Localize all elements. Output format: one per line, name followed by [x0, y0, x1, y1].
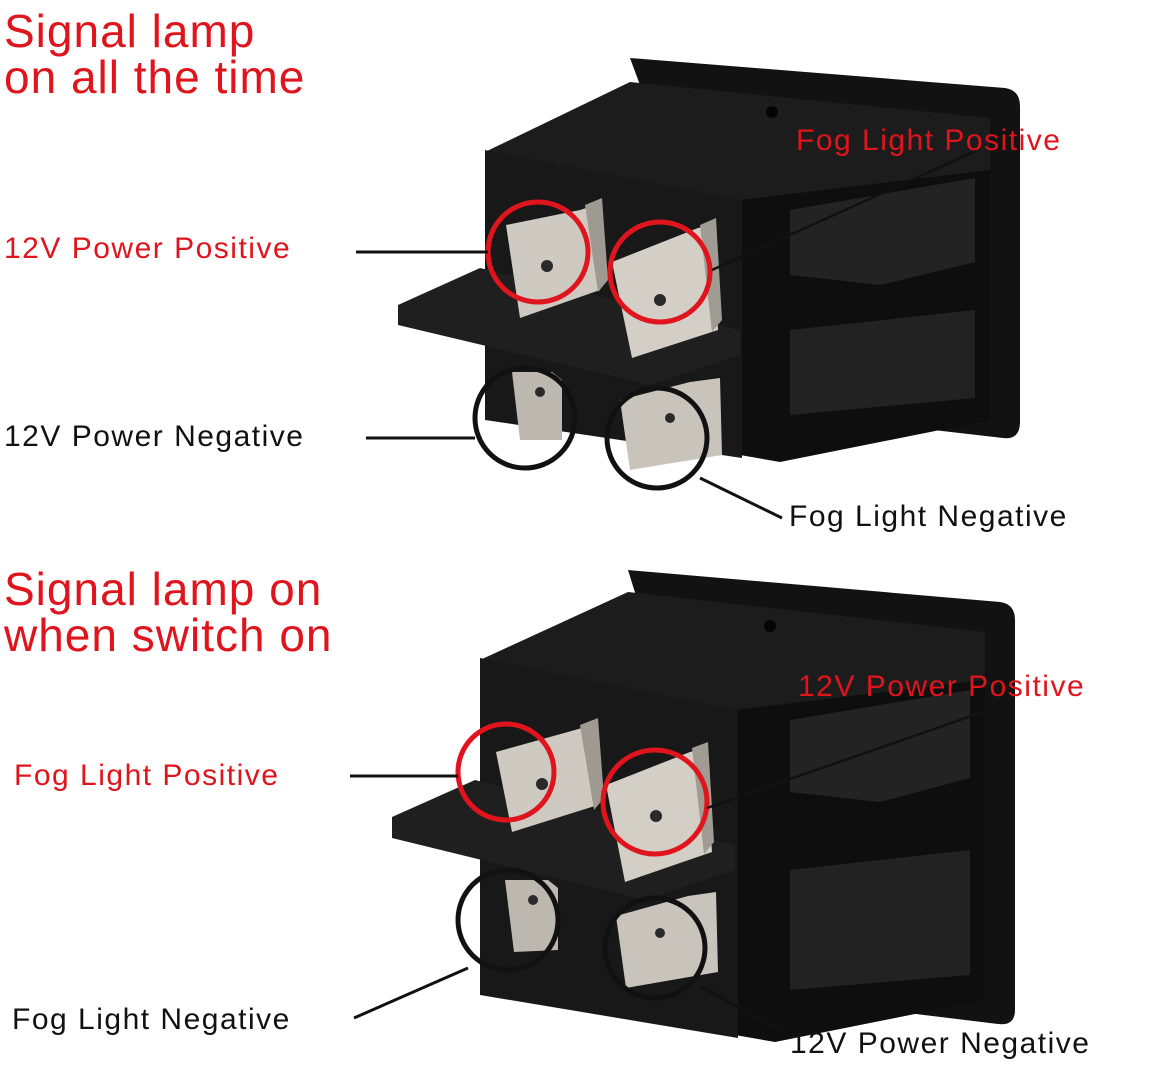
leader-line-top-right — [711, 148, 979, 272]
wiring-panel-switch-on: Signal lamp on when switch on 12V Power … — [0, 540, 1150, 1065]
mounting-hole — [764, 620, 776, 632]
rocker-ridge-upper — [790, 178, 975, 285]
label-bottom-left: Fog Light Negative — [12, 1003, 291, 1036]
mounting-hole — [766, 106, 778, 118]
label-bottom-right: 12V Power Negative — [790, 1027, 1091, 1060]
terminal-upper-left — [506, 198, 608, 318]
rocker-switch-illustration-bottom — [350, 570, 1015, 1042]
divider-plate — [398, 268, 740, 385]
leader-line-bottom-left — [353, 966, 469, 1020]
terminal-lower-left — [505, 880, 558, 952]
terminal-lower-left — [512, 372, 562, 440]
highlight-circle-lower-left — [472, 365, 578, 471]
label-bottom-right: Fog Light Negative — [789, 500, 1068, 533]
rocker-ridge-upper — [790, 690, 970, 802]
rocker-ridge-lower — [790, 850, 970, 990]
leader-line-bottom-right — [699, 984, 781, 1032]
highlight-circle-lower-left — [455, 867, 561, 973]
leader-line-top-right — [706, 704, 1001, 810]
terminal-upper-left — [496, 718, 604, 832]
highlight-circle-upper-right — [607, 219, 713, 325]
highlight-circle-upper-left — [455, 721, 557, 823]
label-top-left: 12V Power Positive — [4, 232, 292, 265]
rocker-switch-illustration-top — [356, 58, 1020, 520]
panel-heading-line-2: on all the time — [4, 51, 306, 103]
label-top-right: 12V Power Positive — [798, 670, 1086, 703]
panel-heading-line-1: Signal lamp — [4, 5, 256, 57]
wiring-panel-always-on: Signal lamp on all the time Fog Light Po… — [4, 5, 1068, 533]
label-top-right: Fog Light Positive — [796, 124, 1062, 157]
leader-line-bottom-right — [699, 476, 783, 520]
panel-heading-line-1: Signal lamp on — [4, 563, 323, 615]
terminal-lower-right — [620, 378, 722, 470]
panel-heading-line-2: when switch on — [4, 609, 333, 661]
label-top-left: Fog Light Positive — [14, 759, 280, 792]
rocker-ridge-lower — [790, 310, 975, 415]
highlight-circle-upper-right — [600, 747, 710, 857]
highlight-circle-lower-right — [604, 385, 710, 491]
label-bottom-left: 12V Power Negative — [4, 420, 305, 453]
highlight-circle-lower-right — [602, 895, 708, 1001]
